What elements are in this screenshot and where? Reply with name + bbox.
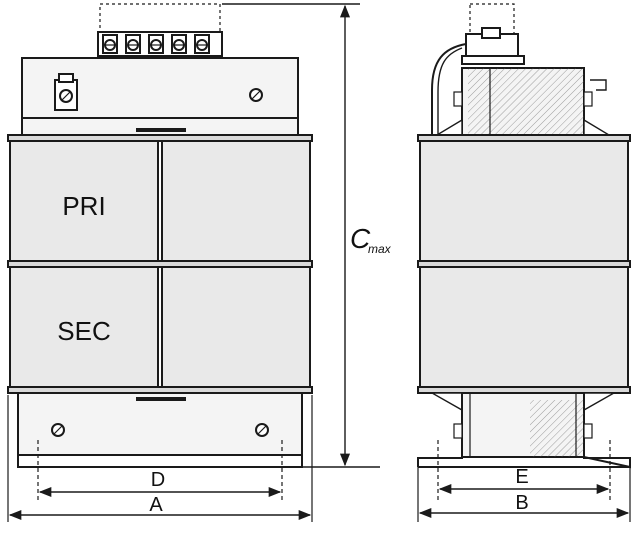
terminal-screw-icon <box>194 34 210 54</box>
secondary-coil-right <box>161 266 311 388</box>
terminal-screw-icon <box>171 34 187 54</box>
terminal-block <box>97 31 223 57</box>
bottom-bracket <box>17 392 303 456</box>
side-bracket-bolt-icon <box>453 423 463 439</box>
height-dimension <box>222 3 380 468</box>
primary-coil-right <box>161 140 311 262</box>
secondary-winding-label: SEC <box>57 316 110 346</box>
terminal-screw-icon <box>125 34 141 54</box>
mount-spacing-side-label: E <box>515 466 528 488</box>
overall-width-front-label: A <box>149 494 163 516</box>
side-coil-lower <box>419 266 629 388</box>
bracket-screw-icon <box>249 88 263 102</box>
bracket-screw-icon <box>255 423 269 437</box>
bracket-screw-icon <box>51 423 65 437</box>
side-view <box>417 3 631 522</box>
side-coil-upper <box>419 140 629 262</box>
side-ground-lug-icon <box>590 79 607 91</box>
terminal-cover-outline <box>99 3 221 35</box>
side-bracket-bolt-icon <box>583 91 593 107</box>
primary-winding-label: PRI <box>62 191 105 221</box>
height-dimension-label: C <box>350 223 371 254</box>
front-width-dimensions <box>8 486 312 521</box>
mount-spacing-front-label: D <box>151 469 165 491</box>
side-bracket-bolt-icon <box>583 423 593 439</box>
coil-middle-band <box>7 260 313 268</box>
height-dimension-subscript: max <box>368 242 392 256</box>
coil-top-band <box>7 134 313 142</box>
side-bracket-bolt-icon <box>453 91 463 107</box>
terminal-screw-icon <box>102 34 118 54</box>
lead-wire <box>431 43 467 138</box>
terminal-screw-icon <box>148 34 164 54</box>
secondary-coil-left <box>9 266 159 388</box>
front-view <box>7 3 313 522</box>
side-width-dimensions <box>418 483 630 519</box>
mounting-base <box>17 454 303 468</box>
overall-depth-side-label: B <box>515 492 528 514</box>
ground-terminal-icon <box>54 73 78 111</box>
primary-coil-left <box>9 140 159 262</box>
